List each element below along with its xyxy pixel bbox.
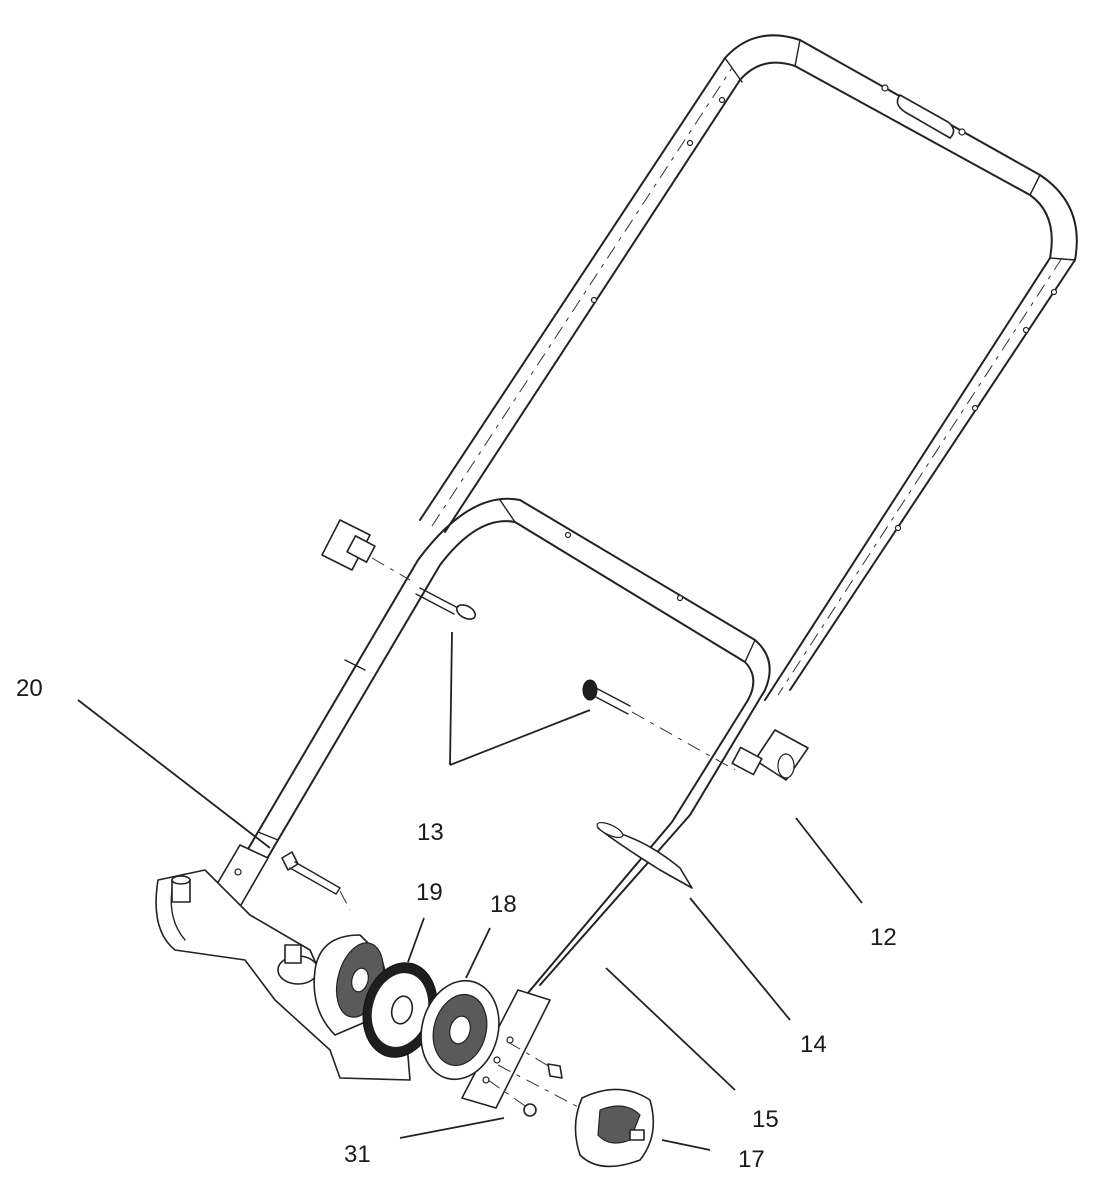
leader-17: [661, 1139, 711, 1151]
bolts-31: [487, 1041, 563, 1117]
leader-15: [605, 967, 736, 1091]
leader-18: [465, 927, 491, 979]
callout-18: 18: [490, 891, 517, 918]
leader-lines: [77, 631, 863, 1151]
leader-13b: [449, 709, 591, 766]
callout-19: 19: [416, 879, 443, 906]
leader-31: [399, 1117, 505, 1139]
cable-guide-14: [596, 821, 693, 889]
upper-handle: [419, 34, 1078, 701]
callout-31: 31: [344, 1141, 371, 1168]
callout-14: 14: [800, 1031, 827, 1058]
callout-labels: 20 13 19 18 12 14 15 31 17: [16, 675, 897, 1173]
leader-20: [77, 699, 271, 849]
callout-20: 20: [16, 675, 43, 702]
leader-12: [795, 817, 863, 904]
leader-13a: [449, 631, 453, 766]
knob-12-upper: [321, 519, 411, 581]
wheel-hub-assembly: [313, 934, 500, 1081]
bolt-13-right: [582, 679, 736, 771]
knob-12-lower: [731, 729, 809, 781]
callout-15: 15: [752, 1106, 779, 1133]
wheel-cap-17: [497, 1064, 655, 1168]
callout-12: 12: [870, 924, 897, 951]
leader-19: [407, 917, 425, 963]
callout-13: 13: [417, 819, 444, 846]
bolt-20: [281, 851, 351, 911]
leader-14: [689, 897, 791, 1021]
callout-17: 17: [738, 1146, 765, 1173]
bolt-13-left: [415, 587, 477, 620]
